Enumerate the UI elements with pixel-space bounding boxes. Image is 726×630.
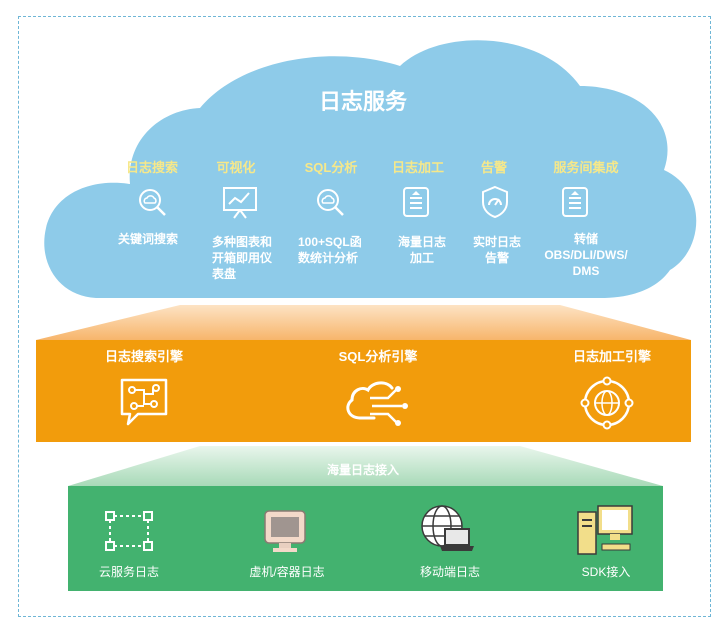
feature-caption: 告警 <box>480 160 507 175</box>
feature-desc-line: 多种图表和 <box>212 235 273 249</box>
source-label: 虚机/容器日志 <box>249 565 325 579</box>
engine-label: SQL分析引擎 <box>338 349 418 364</box>
log-process-icon <box>403 187 429 217</box>
feature-desc-line: 转储 <box>573 232 598 246</box>
feature-desc-line: 告警 <box>484 251 509 265</box>
feature-desc: 100+SQL函 数统计分析 <box>298 234 388 266</box>
feature-caption: SQL分析 <box>304 160 358 175</box>
source-layer <box>68 486 663 591</box>
integration-icon <box>562 187 588 217</box>
feature-desc: 关键词搜索 <box>118 231 198 247</box>
source-label: SDK接入 <box>581 565 631 579</box>
diagram-frame <box>18 16 711 617</box>
feature-desc: 转储 OBS/DLI/DWS/ DMS <box>536 231 636 279</box>
engine-layer <box>36 340 691 442</box>
desktop-computer-icon <box>577 505 633 555</box>
cloud-network-icon <box>346 381 408 426</box>
feature-caption: 日志加工 <box>391 160 444 175</box>
engine-label: 日志搜索引擎 <box>104 349 183 364</box>
feature-desc-line: 开箱即用仪 <box>212 251 273 265</box>
alarm-shield-icon <box>482 185 508 219</box>
feature-desc: 多种图表和 开箱即用仪 表盘 <box>212 234 292 282</box>
feature-desc-line: 关键词搜索 <box>118 232 179 246</box>
chart-board-icon <box>223 187 257 219</box>
feature-desc-line: 实时日志 <box>472 235 521 249</box>
feature-desc-line: 加工 <box>409 251 434 265</box>
page-title: 日志服务 <box>318 89 407 114</box>
feature-desc-line: 海量日志 <box>397 235 446 249</box>
feature-desc-line: 表盘 <box>212 267 237 281</box>
feature-caption: 服务间集成 <box>553 160 619 175</box>
source-label: 移动端日志 <box>419 565 480 579</box>
cloud-nodes-icon <box>105 511 153 551</box>
engine-label: 日志加工引擎 <box>572 349 651 364</box>
source-label: 云服务日志 <box>98 565 159 579</box>
search-cloud-icon <box>139 189 166 216</box>
feature-desc-line: 100+SQL函 <box>298 235 362 249</box>
globe-ring-icon <box>580 376 634 430</box>
feature-caption: 可视化 <box>216 160 256 175</box>
ingest-label: 海量日志接入 <box>326 463 399 477</box>
sql-search-icon <box>317 189 344 216</box>
feature-caption: 日志搜索 <box>125 160 178 175</box>
feature-desc-line: OBS/DLI/DWS/ <box>544 248 628 262</box>
globe-laptop-icon <box>421 505 474 551</box>
feature-desc-line: 数统计分析 <box>298 251 359 265</box>
circuit-chat-icon <box>120 378 168 426</box>
feature-desc: 海量日志 加工 <box>392 234 452 266</box>
feature-desc-line: DMS <box>572 264 600 278</box>
feature-desc: 实时日志 告警 <box>467 234 527 266</box>
monitor-icon <box>264 510 306 552</box>
